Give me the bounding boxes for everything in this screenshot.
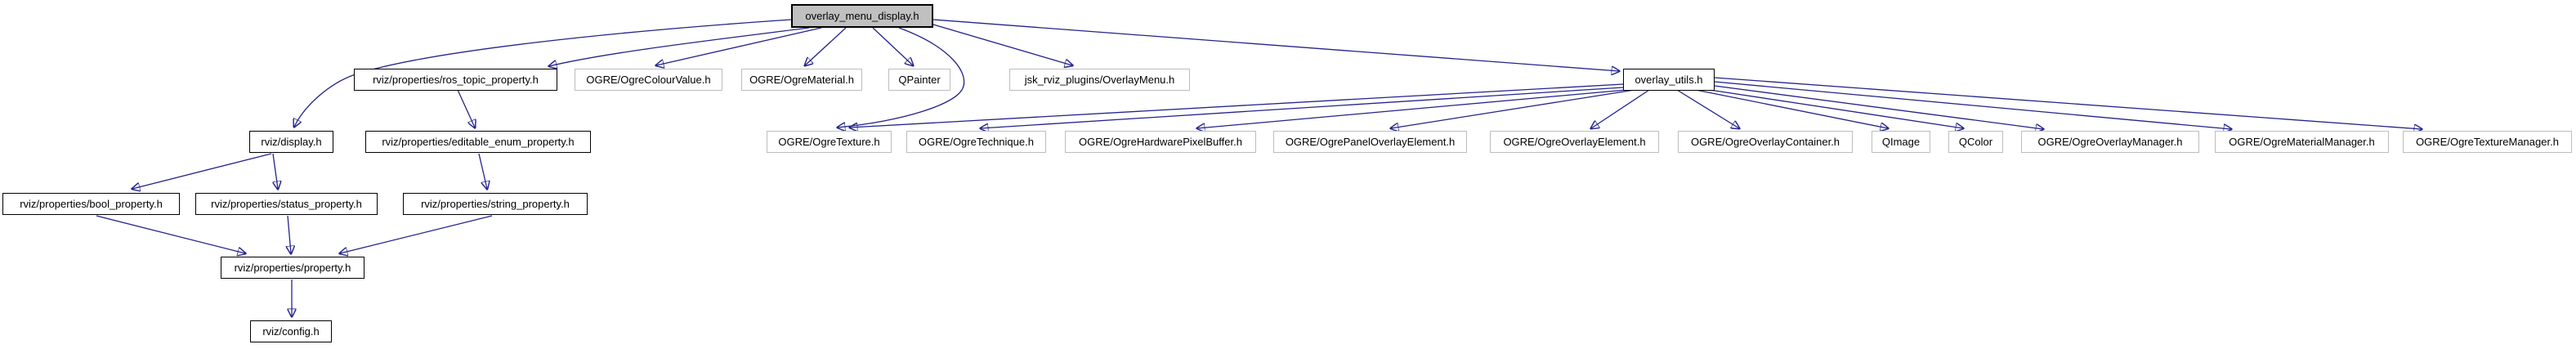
node-ogre-texture-manager-h: OGRE/OgreTextureManager.h <box>2403 131 2572 153</box>
node-editable-enum-property-h[interactable]: rviz/properties/editable_enum_property.h <box>365 131 591 153</box>
node-qcolor: QColor <box>1948 131 2003 153</box>
edge-utils-to-ogre-texture-manager <box>1714 77 2422 129</box>
edge-root-to-qpainter <box>872 27 913 65</box>
edge-display-to-bool-property <box>132 153 272 189</box>
node-ros-topic-property-h[interactable]: rviz/properties/ros_topic_property.h <box>354 69 557 91</box>
edge-root-to-rviz-display <box>294 19 792 127</box>
node-jsk-rviz-plugins-overlay-menu-h: jsk_rviz_plugins/OverlayMenu.h <box>1009 69 1190 91</box>
node-config-h[interactable]: rviz/config.h <box>250 320 332 342</box>
edge-display-to-status-property <box>273 153 278 189</box>
node-overlay-menu-display-h: overlay_menu_display.h <box>791 4 933 28</box>
node-qimage: QImage <box>1872 131 1930 153</box>
edge-ros-topic-to-editable-enum <box>457 89 475 128</box>
edge-utils-to-ogre-material-manager <box>1714 81 2231 129</box>
edge-utils-to-ogre-overlay-element <box>1591 89 1650 128</box>
edge-utils-to-ogre-overlay-manager <box>1714 85 2043 129</box>
edge-utils-to-qcolor <box>1709 89 1963 128</box>
node-qpainter: QPainter <box>888 69 950 91</box>
node-ogre-hardware-pixel-buffer-h: OGRE/OgreHardwarePixelBuffer.h <box>1065 131 1256 153</box>
edge-root-to-ogre-material <box>805 27 847 65</box>
edge-bool-to-property <box>96 215 245 253</box>
node-ogre-overlay-manager-h: OGRE/OgreOverlayManager.h <box>2021 131 2199 153</box>
node-bool-property-h[interactable]: rviz/properties/bool_property.h <box>2 193 180 215</box>
edge-utils-to-ogre-technique <box>981 87 1624 128</box>
edge-utils-to-ogre-panel-overlay <box>1391 89 1635 128</box>
edge-root-to-ogre-colour-value <box>656 27 822 65</box>
node-ogre-material-h: OGRE/OgreMaterial.h <box>741 69 862 91</box>
node-ogre-panel-overlay-element-h: OGRE/OgrePanelOverlayElement.h <box>1273 131 1467 153</box>
node-ogre-overlay-element-h: OGRE/OgreOverlayElement.h <box>1490 131 1659 153</box>
edge-status-to-property <box>288 215 291 253</box>
node-ogre-colour-value-h: OGRE/OgreColourValue.h <box>575 69 722 91</box>
edge-editable-enum-to-string-property <box>478 153 487 189</box>
node-string-property-h[interactable]: rviz/properties/string_property.h <box>403 193 588 215</box>
edge-string-to-property <box>340 215 493 253</box>
edge-root-to-ogre-texture <box>838 27 965 128</box>
node-overlay-utils-h[interactable]: overlay_utils.h <box>1623 69 1715 91</box>
edge-utils-to-ogre-texture <box>850 83 1624 128</box>
edge-root-to-overlay-menu-msg <box>932 24 1072 65</box>
edge-utils-to-qimage <box>1695 89 1888 128</box>
node-rviz-display-h[interactable]: rviz/display.h <box>249 131 333 153</box>
edge-root-to-overlay-utils <box>932 19 1619 71</box>
node-ogre-material-manager-h: OGRE/OgreMaterialManager.h <box>2215 131 2389 153</box>
node-status-property-h[interactable]: rviz/properties/status_property.h <box>195 193 378 215</box>
node-ogre-technique-h: OGRE/OgreTechnique.h <box>906 131 1046 153</box>
edge-utils-to-ogre-overlay-container <box>1676 89 1739 128</box>
node-ogre-texture-h: OGRE/OgreTexture.h <box>767 131 892 153</box>
edge-root-to-ros-topic-property <box>549 27 810 66</box>
node-property-h[interactable]: rviz/properties/property.h <box>221 257 364 279</box>
node-ogre-overlay-container-h: OGRE/OgreOverlayContainer.h <box>1678 131 1853 153</box>
edge-utils-to-ogre-hw-pixel-buffer <box>1197 89 1627 128</box>
